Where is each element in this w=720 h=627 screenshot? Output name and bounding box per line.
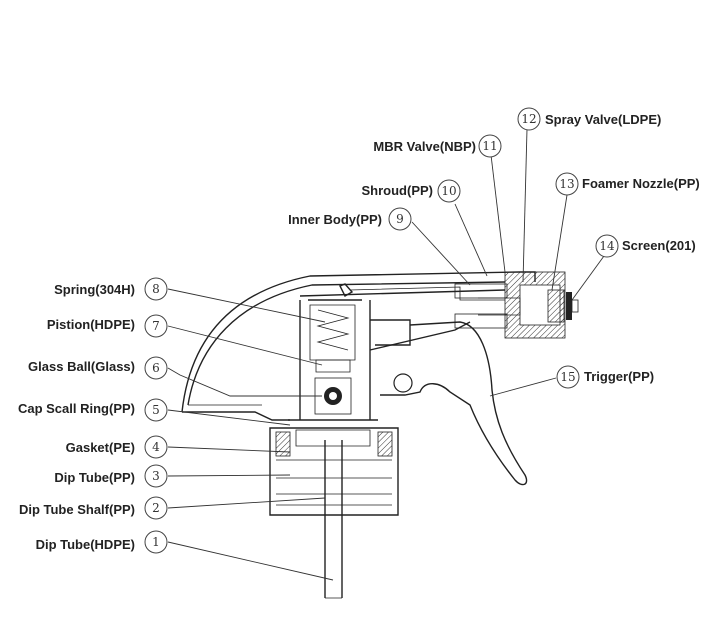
callout-1: 1 Dip Tube(HDPE): [36, 530, 168, 554]
callout-label: Spray Valve(LDPE): [545, 112, 661, 127]
callout-8: 8 Spring(304H): [54, 277, 168, 301]
callout-15: 15 Trigger(PP): [556, 365, 654, 389]
callout-label: MBR Valve(NBP): [373, 139, 476, 154]
callout-5: 5 Cap Scall Ring(PP): [18, 398, 168, 422]
callout-number: 7: [152, 319, 160, 333]
callout-10: 10 Shroud(PP): [362, 179, 461, 203]
callout-number: 10: [441, 184, 456, 198]
callout-4: 4 Gasket(PE): [66, 435, 168, 459]
callout-label: Pistion(HDPE): [47, 317, 135, 332]
callout-number: 4: [152, 440, 160, 454]
callout-label: Cap Scall Ring(PP): [18, 401, 135, 416]
callout-number: 3: [152, 469, 160, 483]
callout-number: 12: [521, 112, 536, 126]
shroud-outline: [181, 271, 536, 413]
callout-number: 6: [152, 361, 160, 375]
callout-number: 13: [559, 177, 574, 191]
leader-lines: [167, 128, 605, 581]
callout-3: 3 Dip Tube(PP): [54, 464, 168, 488]
callout-label: Dip Tube(HDPE): [36, 537, 135, 552]
callout-label: Trigger(PP): [584, 369, 654, 384]
callout-label: Glass Ball(Glass): [28, 359, 135, 374]
callout-number: 8: [152, 282, 160, 296]
callout-label: Dip Tube(PP): [54, 470, 135, 485]
callout-7: 7 Pistion(HDPE): [47, 314, 168, 338]
callout-label: Screen(201): [622, 238, 696, 253]
sprayer-drawing: [181, 271, 579, 599]
callout-9: 9 Inner Body(PP): [288, 207, 412, 231]
callout-number: 14: [599, 239, 615, 253]
screen-shape: [566, 292, 572, 320]
callout-14: 14 Screen(201): [595, 234, 696, 258]
callout-number: 5: [152, 403, 160, 417]
callout-label: Dip Tube Shalf(PP): [19, 502, 135, 517]
callout-label: Foamer Nozzle(PP): [582, 176, 700, 191]
callout-number: 15: [560, 370, 575, 384]
callout-number: 11: [482, 139, 497, 153]
callout-2: 2 Dip Tube Shalf(PP): [19, 496, 168, 520]
callout-label: Spring(304H): [54, 282, 135, 297]
spring-shape: [316, 309, 350, 351]
callout-11: 11 MBR Valve(NBP): [373, 134, 502, 158]
callout-number: 2: [152, 501, 160, 515]
callout-number: 1: [152, 535, 160, 549]
callout-6: 6 Glass Ball(Glass): [28, 356, 168, 380]
callout-number: 9: [396, 212, 404, 226]
callout-label: Inner Body(PP): [288, 212, 382, 227]
callout-12: 12 Spray Valve(LDPE): [517, 107, 661, 131]
callout-label: Shroud(PP): [362, 183, 434, 198]
dip-tube-shape: [324, 440, 343, 598]
cap-shape: [269, 427, 399, 516]
trigger-shape: [380, 321, 528, 486]
callout-13: 13 Foamer Nozzle(PP): [555, 172, 700, 196]
callout-label: Gasket(PE): [66, 440, 135, 455]
